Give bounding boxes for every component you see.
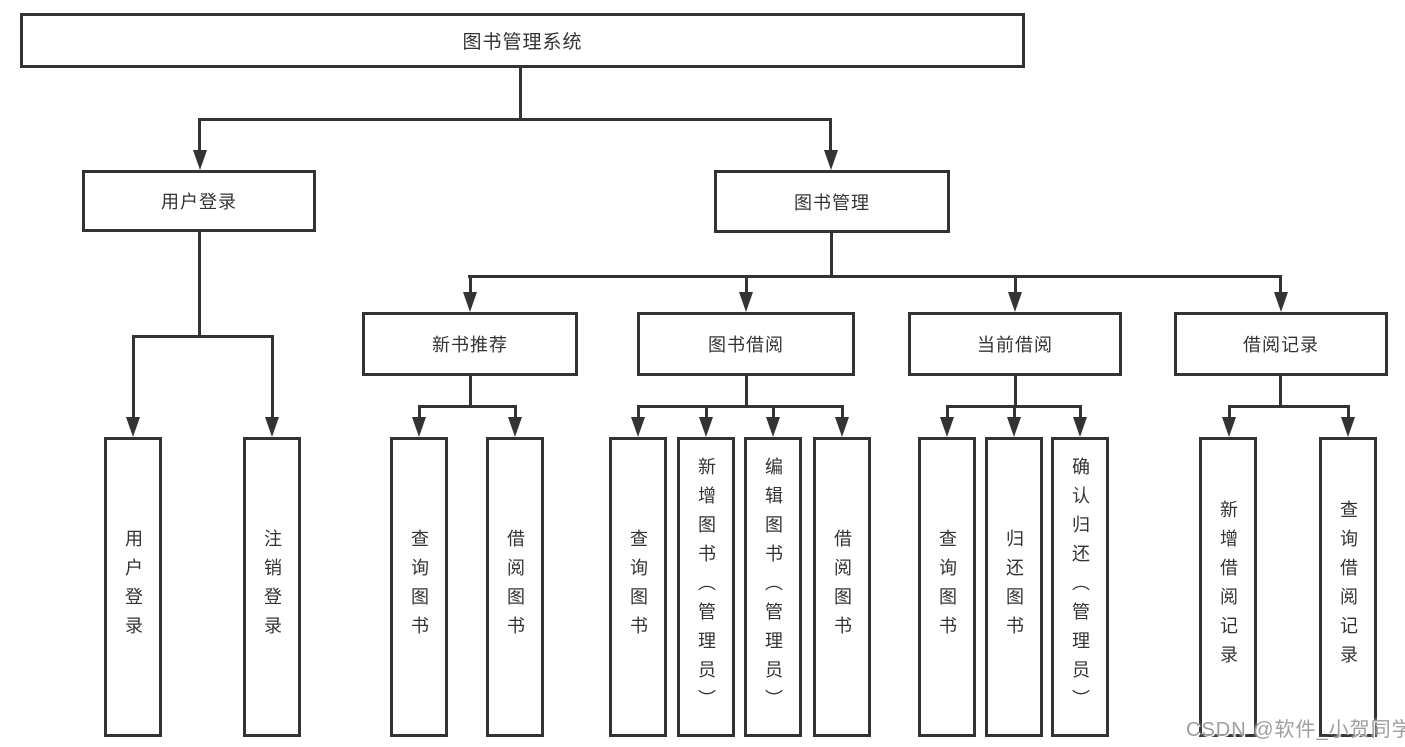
connector-line — [514, 405, 517, 419]
node-root-label: 图书管理系统 — [462, 32, 583, 53]
leaf-user-login-label: 用户登录 — [123, 529, 143, 645]
connector-line — [198, 118, 201, 151]
leaf-edit-books-admin: 编辑图书（管理员） — [744, 437, 802, 737]
arrow-down-icon — [1222, 417, 1236, 437]
leaf-logout-login-label: 注销登录 — [262, 529, 282, 645]
connector-line — [745, 376, 748, 405]
arrow-down-icon — [508, 417, 522, 437]
node-book-management-label: 图书管理 — [794, 192, 870, 213]
leaf-add-borrow-record-label: 新增借阅记录 — [1218, 500, 1238, 674]
leaf-add-books-admin-label: 新增图书（管理员） — [696, 456, 716, 718]
arrow-down-icon — [412, 417, 426, 437]
arrow-down-icon — [766, 417, 780, 437]
leaf-query-books-recommend: 查询图书 — [390, 437, 448, 737]
connector-line — [1014, 376, 1017, 405]
connector-line — [198, 232, 201, 335]
node-user-login: 用户登录 — [82, 170, 316, 232]
leaf-return-books-label: 归还图书 — [1004, 529, 1024, 645]
arrow-down-icon — [835, 417, 849, 437]
leaf-query-borrow-record: 查询借阅记录 — [1319, 437, 1377, 737]
arrow-down-icon — [463, 292, 477, 312]
arrow-down-icon — [699, 417, 713, 437]
connector-line — [271, 335, 274, 417]
connector-line — [418, 405, 517, 408]
connector-line — [1279, 376, 1282, 405]
leaf-query-borrow-record-label: 查询借阅记录 — [1338, 500, 1358, 674]
connector-line — [1228, 405, 1231, 419]
leaf-add-books-admin: 新增图书（管理员） — [677, 437, 735, 737]
connector-line — [830, 233, 833, 275]
connector-line — [418, 405, 421, 419]
connector-line — [469, 376, 472, 405]
leaf-query-books-borrowing: 查询图书 — [609, 437, 667, 737]
arrow-down-icon — [940, 417, 954, 437]
leaf-borrow-books-borrowing: 借阅图书 — [813, 437, 871, 737]
leaf-add-borrow-record: 新增借阅记录 — [1199, 437, 1257, 737]
node-book-borrowing-label: 图书借阅 — [708, 335, 784, 355]
connector-line — [198, 118, 832, 121]
arrow-down-icon — [824, 150, 838, 170]
leaf-confirm-return-admin-label: 确认归还（管理员） — [1070, 456, 1090, 718]
node-user-login-label: 用户登录 — [161, 192, 237, 212]
arrow-down-icon — [1007, 417, 1021, 437]
arrow-down-icon — [126, 417, 140, 437]
node-book-management: 图书管理 — [714, 170, 950, 233]
node-root: 图书管理系统 — [20, 13, 1025, 68]
leaf-borrow-books-recommend-label: 借阅图书 — [505, 529, 525, 645]
connector-line — [705, 405, 708, 419]
connector-line — [946, 405, 949, 419]
connector-line — [1279, 275, 1282, 294]
connector-line — [745, 275, 748, 294]
connector-line — [1079, 405, 1082, 419]
leaf-logout-login: 注销登录 — [243, 437, 301, 737]
connector-line — [1013, 405, 1016, 419]
connector-line — [519, 68, 522, 118]
connector-line — [132, 335, 135, 417]
node-borrowing-records: 借阅记录 — [1174, 312, 1388, 376]
arrow-down-icon — [1341, 417, 1355, 437]
arrow-down-icon — [1073, 417, 1087, 437]
connector-line — [469, 275, 472, 294]
connector-line — [637, 405, 640, 419]
arrow-down-icon — [1008, 292, 1022, 312]
leaf-query-books-recommend-label: 查询图书 — [409, 529, 429, 645]
connector-line — [468, 275, 1282, 278]
node-current-borrowing: 当前借阅 — [908, 312, 1122, 376]
connector-line — [1014, 275, 1017, 294]
connector-line — [637, 405, 844, 408]
node-book-borrowing: 图书借阅 — [637, 312, 855, 376]
leaf-query-books-borrowing-label: 查询图书 — [628, 529, 648, 645]
arrow-down-icon — [739, 292, 753, 312]
leaf-borrow-books-borrowing-label: 借阅图书 — [832, 529, 852, 645]
connector-line — [772, 405, 775, 419]
arrow-down-icon — [265, 417, 279, 437]
leaf-confirm-return-admin: 确认归还（管理员） — [1051, 437, 1109, 737]
node-new-book-recommendation: 新书推荐 — [362, 312, 578, 376]
node-current-borrowing-label: 当前借阅 — [977, 335, 1053, 355]
leaf-edit-books-admin-label: 编辑图书（管理员） — [763, 456, 783, 718]
leaf-borrow-books-recommend: 借阅图书 — [486, 437, 544, 737]
connector-line — [1347, 405, 1350, 419]
connector-line — [132, 335, 273, 338]
arrow-down-icon — [631, 417, 645, 437]
watermark-text: CSDN @软件_小贺同学 — [1186, 719, 1405, 741]
node-new-book-recommendation-label: 新书推荐 — [432, 335, 508, 355]
connector-line — [841, 405, 844, 419]
connector-line — [829, 118, 832, 151]
arrow-down-icon — [193, 150, 207, 170]
leaf-query-books-current: 查询图书 — [918, 437, 976, 737]
leaf-user-login: 用户登录 — [104, 437, 162, 737]
node-borrowing-records-label: 借阅记录 — [1243, 335, 1319, 355]
leaf-query-books-current-label: 查询图书 — [937, 529, 957, 645]
arrow-down-icon — [1274, 292, 1288, 312]
leaf-return-books: 归还图书 — [985, 437, 1043, 737]
connector-line — [1228, 405, 1350, 408]
